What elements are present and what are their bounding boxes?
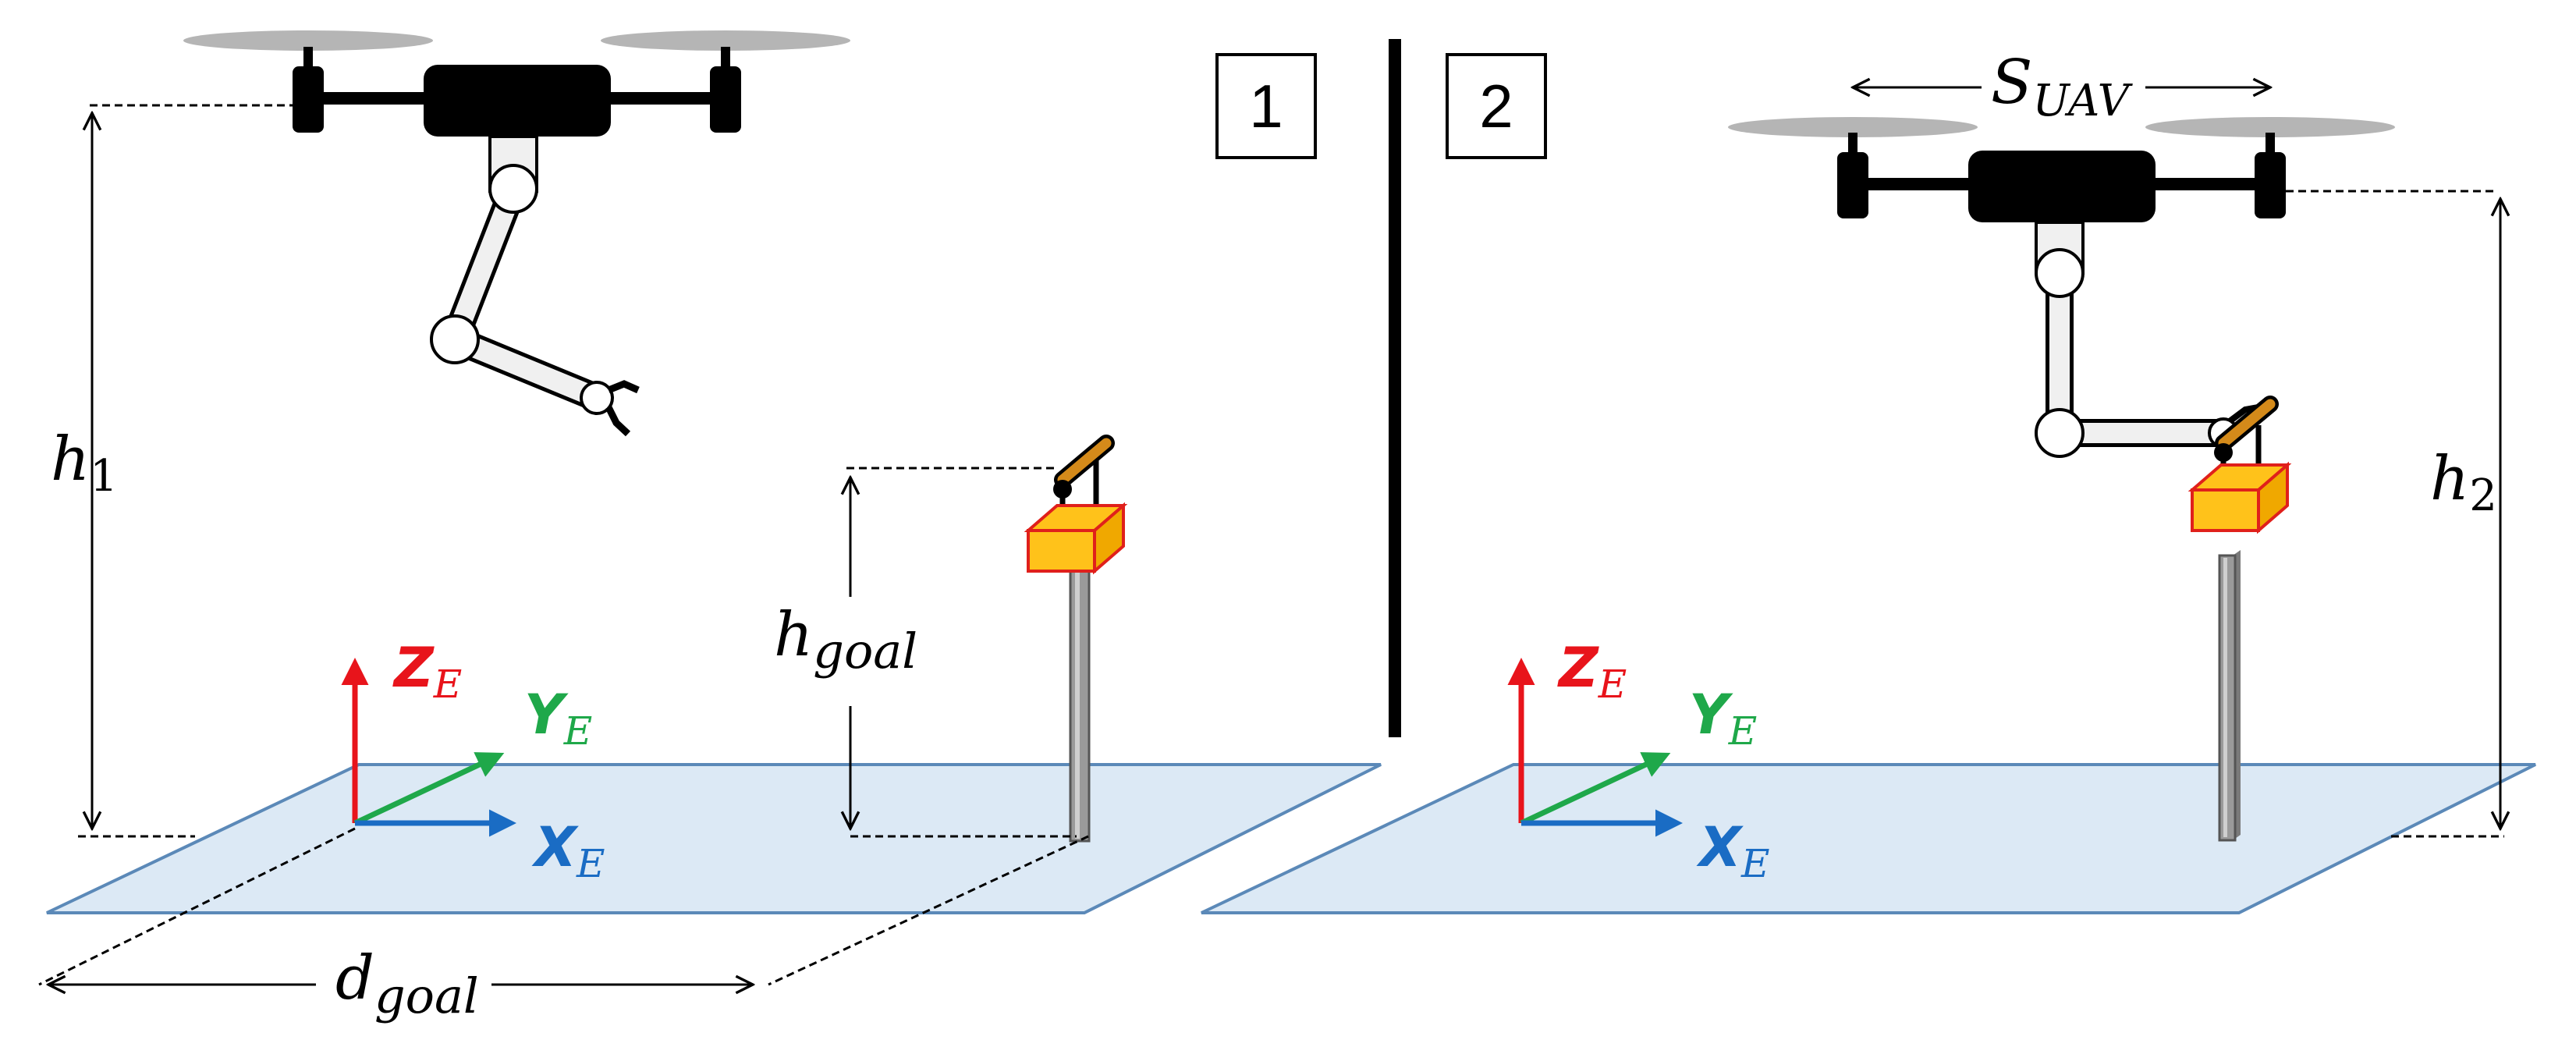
svg-text:ZE: ZE (1557, 636, 1627, 707)
propeller-icon (1728, 117, 1978, 137)
y-axis-label: Y (1689, 683, 1733, 747)
svg-text:ZE: ZE (392, 636, 462, 707)
dgoal-label: d (335, 943, 374, 1013)
x-axis-subscript: E (576, 841, 605, 886)
propeller-icon (601, 30, 850, 51)
x-axis-label: X (1696, 815, 1744, 879)
propeller-icon (183, 30, 433, 51)
svg-text:XE: XE (1696, 815, 1769, 886)
svg-text:YE: YE (1689, 683, 1757, 754)
propeller-icon (2145, 117, 2395, 137)
suav-label: S (1991, 48, 2032, 118)
svg-text:hgoal: hgoal (774, 600, 917, 680)
hgoal-subscript: goal (813, 623, 917, 680)
axes-1: ZE YE XE (341, 636, 605, 886)
hgoal-label: h (774, 600, 813, 670)
panel-divider (1389, 39, 1401, 737)
ground-plane (1201, 763, 2536, 914)
h1-dimension: h1 (51, 104, 293, 838)
svg-text:XE: XE (531, 815, 605, 886)
goal-object-1 (1024, 435, 1128, 843)
z-axis-subscript: E (433, 662, 463, 707)
panel-number-box-1: 1 (1215, 53, 1317, 159)
x-axis-subscript: E (1740, 841, 1770, 886)
x-axis-label: X (531, 815, 579, 879)
z-axis-label: Z (392, 636, 435, 700)
dgoal-subscript: goal (374, 967, 479, 1024)
panel-number-1: 1 (1249, 72, 1283, 140)
y-axis-subscript: E (1728, 708, 1758, 754)
goal-pole-2 (2218, 550, 2241, 842)
z-axis-label: Z (1557, 636, 1599, 700)
svg-text:YE: YE (524, 683, 592, 754)
panel-number-box-2: 2 (1446, 53, 1547, 159)
svg-text:dgoal: dgoal (335, 943, 479, 1024)
drone-1 (183, 30, 850, 437)
z-axis-subscript: E (1598, 662, 1627, 707)
dgoal-dimension: dgoal (38, 827, 1089, 1024)
y-axis-label: Y (524, 683, 569, 747)
svg-text:SUAV: SUAV (1991, 48, 2134, 126)
panel-1: h1 hgoal (38, 30, 1382, 1024)
panel-number-2: 2 (1479, 72, 1513, 140)
axes-2: ZE YE XE (1507, 636, 1769, 886)
h2-label: h (2430, 444, 2469, 514)
svg-text:h2: h2 (2430, 444, 2497, 521)
y-axis-subscript: E (563, 708, 593, 754)
h1-label: h (51, 424, 90, 495)
svg-text:h1: h1 (51, 424, 118, 502)
hgoal-dimension: hgoal (774, 467, 1077, 838)
panel-2: 2 SUAV (1201, 48, 2536, 914)
suav-subscript: UAV (2032, 76, 2133, 126)
h2-dimension: h2 (2286, 190, 2504, 838)
ground-plane (46, 763, 1382, 914)
h1-subscript: 1 (90, 451, 118, 502)
suav-dimension: SUAV (1853, 48, 2270, 126)
goal-object-2 (2187, 396, 2292, 534)
h2-subscript: 2 (2469, 470, 2497, 521)
drone-2 (1728, 117, 2395, 458)
